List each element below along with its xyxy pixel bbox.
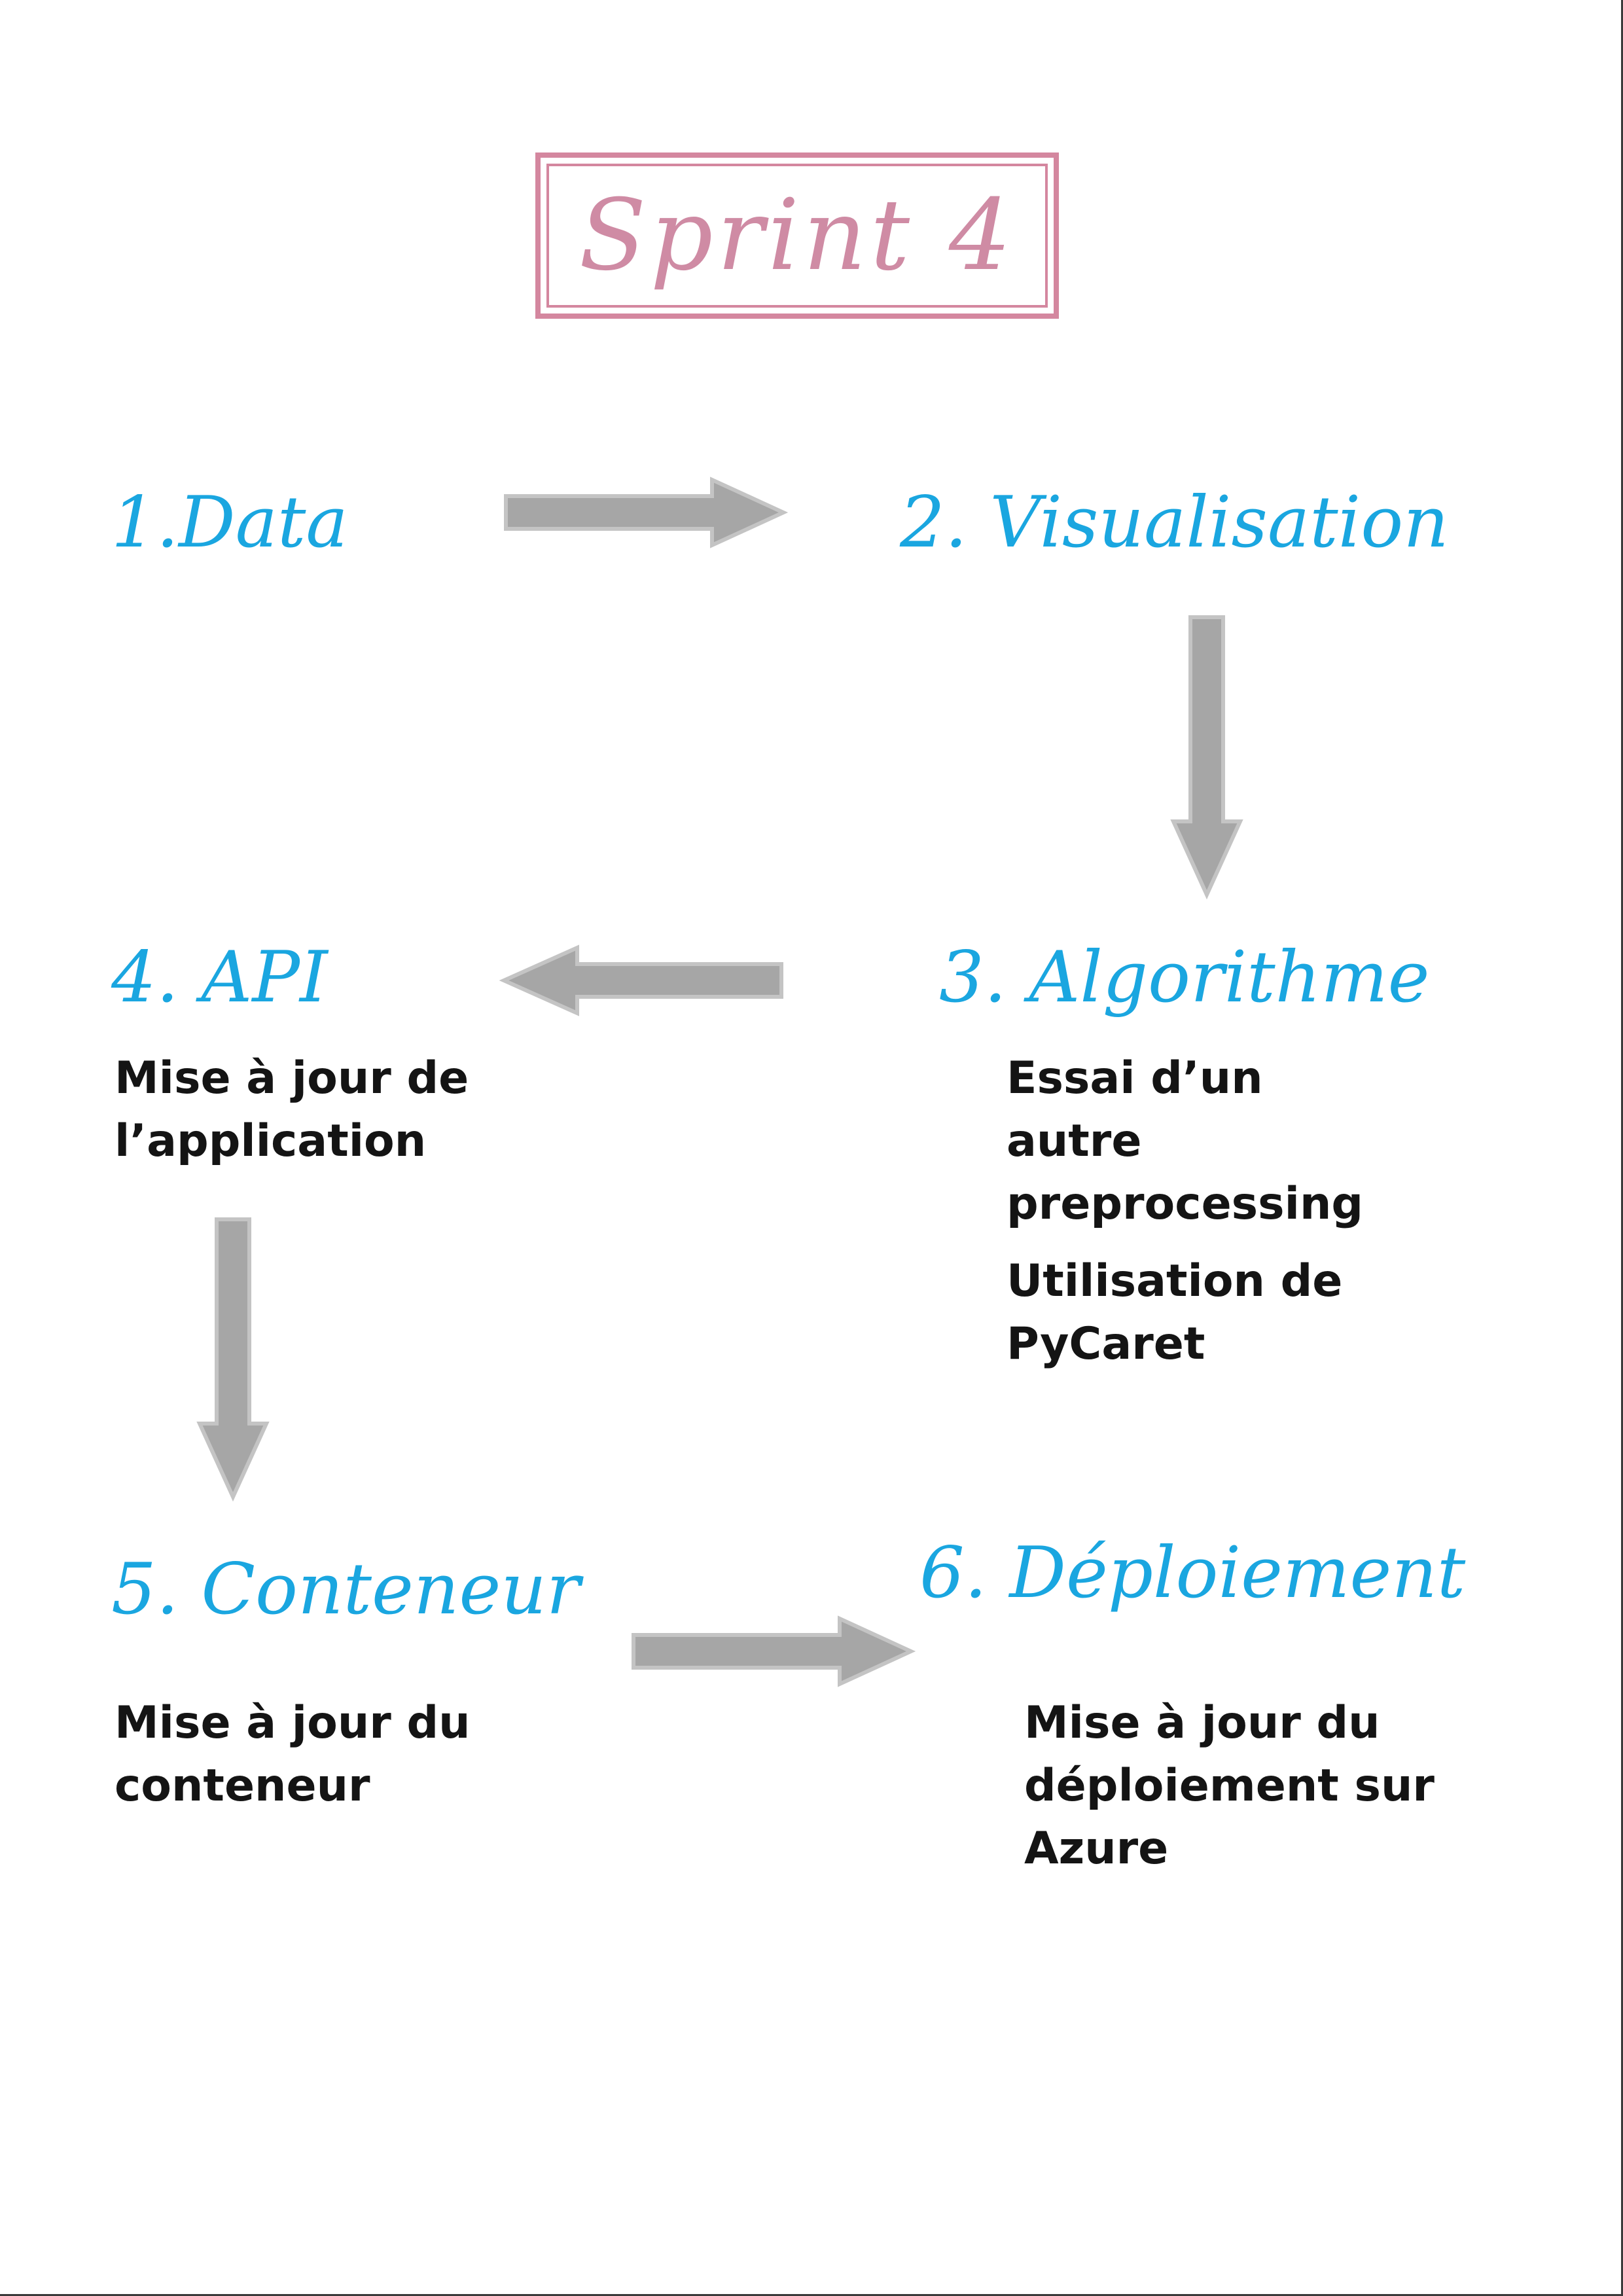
- sprint-title: Sprint 4: [579, 179, 1016, 293]
- title-frame-inner: Sprint 4: [546, 164, 1048, 308]
- step-data-title: 1.Data: [111, 482, 348, 564]
- step-visualisation-title: 2. Visualisation: [900, 482, 1449, 564]
- arrow-conteneur-to-deploiement: [632, 1615, 916, 1687]
- conteneur-note-update: Mise à jour du conteneur: [115, 1697, 471, 1812]
- title-frame: Sprint 4: [535, 152, 1059, 319]
- algorithme-note-pycaret: Utilisation de PyCaret: [1007, 1255, 1343, 1370]
- step-conteneur-title: 5. Conteneur: [111, 1549, 580, 1630]
- arrow-algorithme-to-api: [499, 944, 783, 1016]
- step-api-notes: Mise à jour de l’application: [115, 1047, 481, 1173]
- api-note-update: Mise à jour de l’application: [115, 1052, 469, 1167]
- step-deploiement-title: 6. Déploiement: [919, 1532, 1466, 1614]
- arrow-data-to-visualisation: [504, 476, 789, 548]
- algorithme-note-preprocessing: Essai d’un autre preprocessing: [1007, 1052, 1364, 1230]
- step-deploiement-notes: Mise à jour du déploiement sur Azure: [1024, 1692, 1443, 1880]
- step-conteneur-notes: Mise à jour du conteneur: [115, 1692, 481, 1818]
- step-api-title: 4. API: [111, 937, 328, 1018]
- deploiement-note-update: Mise à jour du déploiement sur Azure: [1024, 1697, 1435, 1874]
- step-algorithme-title: 3. Algorithme: [939, 937, 1430, 1018]
- arrow-api-to-conteneur: [196, 1217, 270, 1502]
- arrow-visualisation-to-algorithme: [1170, 615, 1243, 900]
- step-algorithme-notes: Essai d’un autre preprocessing Utilisati…: [1007, 1047, 1364, 1376]
